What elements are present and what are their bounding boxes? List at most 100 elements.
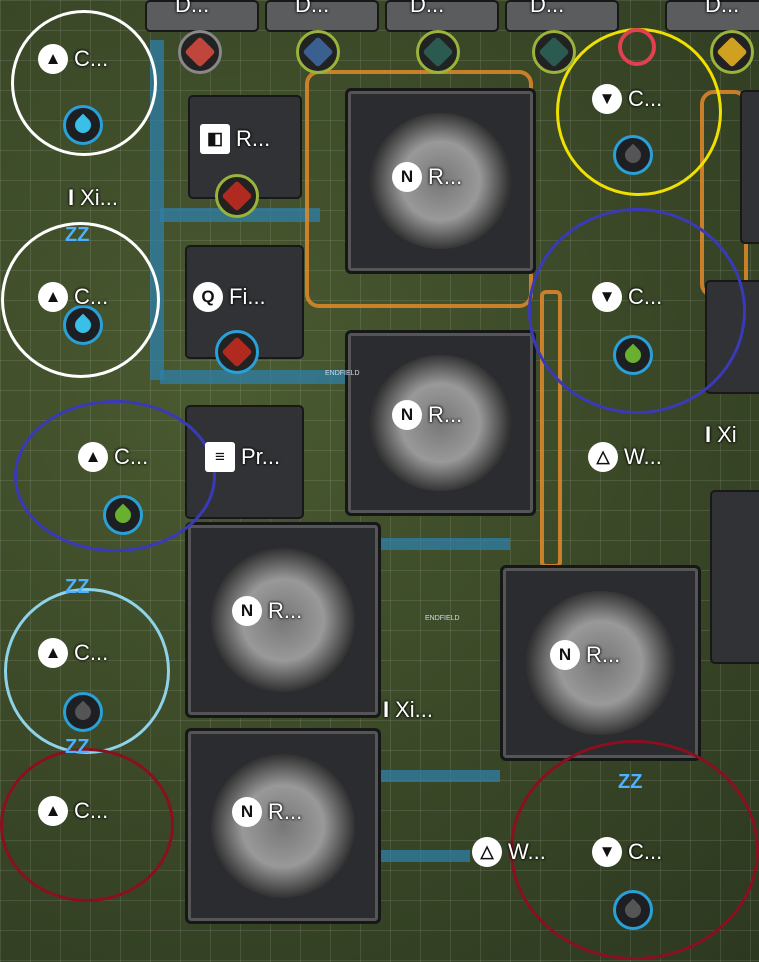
dark-liquid-icon bbox=[613, 890, 653, 930]
label-text: R... bbox=[236, 126, 271, 151]
pump-label[interactable]: ▲C... bbox=[38, 796, 108, 826]
relay-icon: I bbox=[705, 422, 712, 447]
packer-icon: ≡ bbox=[205, 442, 235, 472]
conveyor-belt[interactable] bbox=[380, 770, 500, 782]
label-text: C... bbox=[628, 86, 663, 111]
label-text: C... bbox=[74, 640, 109, 665]
label-text: C... bbox=[74, 46, 109, 71]
label-text: D... bbox=[530, 0, 565, 17]
refinery[interactable] bbox=[185, 728, 381, 924]
depot-label: D... bbox=[295, 0, 329, 18]
label-text: R... bbox=[268, 799, 303, 824]
dark-liquid-icon bbox=[613, 135, 653, 175]
blocked-icon bbox=[618, 28, 656, 66]
label-text: C... bbox=[114, 444, 149, 469]
conveyor-belt[interactable] bbox=[160, 370, 350, 384]
refinery-icon: N bbox=[392, 400, 422, 430]
extractor-icon: ▼ bbox=[592, 84, 622, 114]
pump-icon: ▲ bbox=[78, 442, 108, 472]
conveyor-belt[interactable] bbox=[380, 850, 470, 862]
planter-icon: △ bbox=[588, 442, 618, 472]
label-text: R... bbox=[586, 642, 621, 667]
refinery-icon: N bbox=[550, 640, 580, 670]
refinery[interactable] bbox=[500, 565, 701, 761]
depot-label: D... bbox=[410, 0, 444, 18]
refinery-icon: N bbox=[232, 596, 262, 626]
label-text: D... bbox=[175, 0, 210, 17]
sleep-icon: ZZ bbox=[65, 224, 90, 246]
relay-icon: I bbox=[68, 185, 75, 210]
label-text: W... bbox=[508, 839, 546, 864]
refinery[interactable] bbox=[345, 330, 536, 516]
depot[interactable] bbox=[385, 0, 499, 32]
sleep-icon: ZZ bbox=[65, 576, 90, 598]
label-text: R... bbox=[428, 164, 463, 189]
pump-label[interactable]: ▼C... bbox=[592, 837, 662, 867]
pump-icon: ▲ bbox=[38, 282, 68, 312]
green-ore-icon bbox=[532, 30, 576, 74]
refinery[interactable] bbox=[345, 88, 536, 274]
label-text: Xi... bbox=[80, 185, 119, 210]
refinery-icon: N bbox=[232, 797, 262, 827]
pump-label[interactable]: ▲C... bbox=[78, 442, 148, 472]
green-ore-icon bbox=[416, 30, 460, 74]
pump-label[interactable]: ▲C... bbox=[38, 44, 108, 74]
yellow-ore-icon bbox=[710, 30, 754, 74]
label-text: C... bbox=[74, 798, 109, 823]
machine-label[interactable]: ◧R... bbox=[200, 124, 270, 154]
refinery[interactable] bbox=[185, 522, 381, 718]
selection-ring-red bbox=[0, 748, 174, 902]
depot[interactable] bbox=[665, 0, 759, 32]
conveyor-belt[interactable] bbox=[380, 538, 510, 550]
water-drop-icon bbox=[63, 105, 103, 145]
pump-label[interactable]: ▼C... bbox=[592, 84, 662, 114]
selection-ring-white bbox=[1, 222, 160, 378]
pump-label[interactable]: ▲C... bbox=[38, 282, 108, 312]
label-text: R... bbox=[268, 598, 303, 623]
pump-icon: ▲ bbox=[38, 638, 68, 668]
label-text: C... bbox=[74, 284, 109, 309]
blue-ore-icon bbox=[296, 30, 340, 74]
selection-ring-blue bbox=[528, 208, 746, 414]
machine[interactable] bbox=[710, 490, 759, 664]
label-text: Pr... bbox=[241, 444, 281, 469]
label-text: D... bbox=[295, 0, 330, 17]
green-liquid-icon bbox=[613, 335, 653, 375]
depot-label: D... bbox=[530, 0, 564, 18]
selection-ring-blue bbox=[14, 400, 216, 552]
pump-label[interactable]: ▲C... bbox=[38, 638, 108, 668]
machine-label[interactable]: △W... bbox=[472, 837, 546, 867]
sleep-icon: ZZ bbox=[618, 771, 643, 793]
red-crystal-icon bbox=[215, 174, 259, 218]
label-text: W... bbox=[624, 444, 662, 469]
label-text: Fi... bbox=[229, 284, 266, 309]
selection-ring-red bbox=[510, 740, 759, 960]
label-text: C... bbox=[628, 839, 663, 864]
label-text: C... bbox=[628, 284, 663, 309]
label-text: D... bbox=[410, 0, 445, 17]
machine-label[interactable]: ≡Pr... bbox=[205, 442, 280, 472]
machine[interactable] bbox=[740, 90, 759, 244]
planter-icon: △ bbox=[472, 837, 502, 867]
pump-label[interactable]: ▼C... bbox=[592, 282, 662, 312]
belt-marking: ENDFIELD bbox=[425, 615, 460, 622]
red-crystal-icon bbox=[178, 30, 222, 74]
label-text: Xi bbox=[717, 422, 737, 447]
green-liquid-icon bbox=[103, 495, 143, 535]
pump-icon: ▲ bbox=[38, 796, 68, 826]
depot-label: D... bbox=[705, 0, 739, 18]
extractor-icon: ▼ bbox=[592, 282, 622, 312]
label-text: D... bbox=[705, 0, 740, 17]
water-drop-icon bbox=[63, 305, 103, 345]
machine-label[interactable]: △W... bbox=[588, 442, 662, 472]
selection-ring-white bbox=[11, 10, 157, 156]
